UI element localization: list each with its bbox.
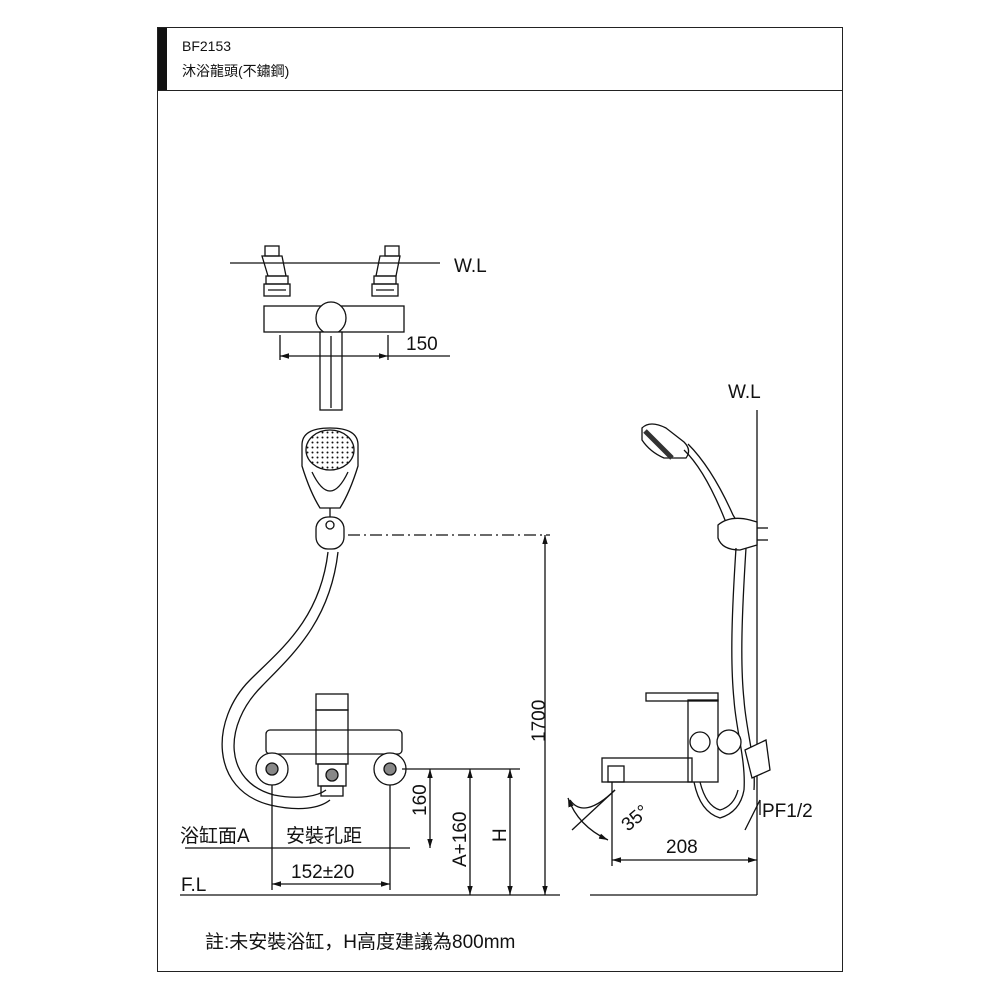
fl-label: F.L xyxy=(181,875,206,896)
holder-side xyxy=(717,517,768,551)
mixer-front xyxy=(255,693,407,797)
angle-35-label: 35° xyxy=(618,801,654,836)
dim-1700-label: 1700 xyxy=(529,700,550,742)
product-name: 沐浴龍頭(不鏽鋼) xyxy=(182,63,290,79)
left-wall-connector xyxy=(261,245,291,297)
model-number: BF2153 xyxy=(182,38,232,54)
side-view xyxy=(567,410,771,896)
dim-h-label: H xyxy=(490,828,511,842)
wl-label-side: W.L xyxy=(728,382,761,403)
wl-label-top: W.L xyxy=(454,256,487,277)
front-view xyxy=(180,427,560,896)
dim-a160-label: A+160 xyxy=(450,812,471,867)
lever-knob-top xyxy=(315,301,347,335)
hose-inner xyxy=(233,551,339,798)
hand-shower-side xyxy=(641,423,749,549)
title-accent-bar xyxy=(158,28,167,90)
dim-152-label: 152±20 xyxy=(291,862,354,883)
pf-label: PF1/2 xyxy=(762,801,813,822)
installation-note: 註:未安裝浴缸，H高度建議為800mm xyxy=(205,932,516,953)
drawing-sheet: BF2153 沐浴龍頭(不鏽鋼) xyxy=(157,27,843,972)
dim-160-label: 160 xyxy=(410,784,431,816)
top-view xyxy=(230,245,450,411)
right-wall-connector xyxy=(371,245,401,297)
hole-spacing-label: 安裝孔距 xyxy=(286,825,362,847)
dim-150-label: 150 xyxy=(406,334,438,355)
mixer-side xyxy=(601,692,771,819)
title-block: BF2153 沐浴龍頭(不鏽鋼) xyxy=(158,28,842,91)
shower-holder xyxy=(315,508,345,550)
hand-shower-head xyxy=(301,427,359,509)
hose-outer xyxy=(221,551,331,810)
dim-208-label: 208 xyxy=(666,837,698,858)
tub-surface-label: 浴缸面A xyxy=(180,825,250,847)
